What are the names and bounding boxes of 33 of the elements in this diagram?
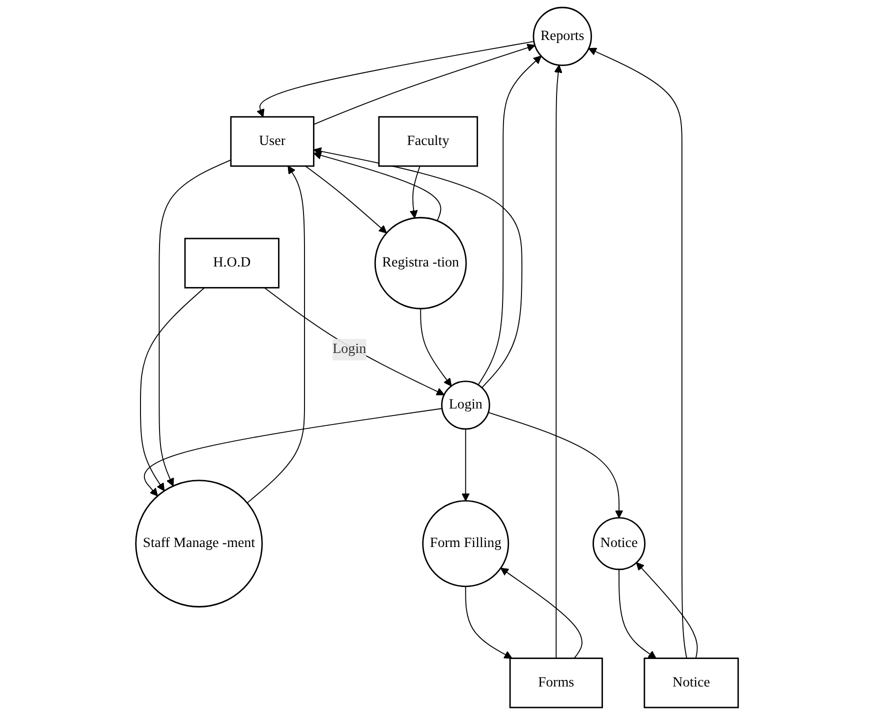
- arrow: [144, 408, 443, 496]
- arrow: [618, 568, 656, 659]
- arrow: [264, 287, 445, 396]
- arrow: [488, 412, 624, 518]
- arrow: [304, 166, 387, 234]
- arrow: [140, 287, 205, 492]
- arrow: [465, 586, 512, 659]
- arrow: [462, 428, 470, 502]
- arrow: [313, 147, 522, 388]
- node-circle: Login: [441, 380, 490, 430]
- edge-label: Login: [332, 342, 366, 357]
- arrow: [636, 562, 698, 659]
- node-circle: Reports: [532, 6, 592, 66]
- arrow: [500, 568, 582, 659]
- node-circle: Notice: [592, 517, 646, 570]
- arrow: [410, 166, 420, 218]
- node-circle: Form Filling: [422, 500, 510, 588]
- node-box: H.O.D: [184, 238, 280, 288]
- node-box: Forms: [509, 658, 603, 708]
- arrow: [588, 48, 688, 659]
- node-box: Faculty: [378, 116, 478, 167]
- arrow: [246, 166, 305, 504]
- arrow: [256, 40, 534, 118]
- arrow: [478, 56, 542, 386]
- node-circle: Staff Manage -ment: [135, 480, 263, 608]
- arrow: [313, 151, 442, 222]
- arrow: [313, 44, 536, 125]
- node-box: User: [230, 116, 314, 167]
- arrow: [158, 159, 232, 486]
- arrow: [420, 308, 452, 386]
- node-circle: Registra -tion: [374, 216, 467, 310]
- node-box: Notice: [644, 658, 739, 708]
- arrow: [554, 64, 562, 659]
